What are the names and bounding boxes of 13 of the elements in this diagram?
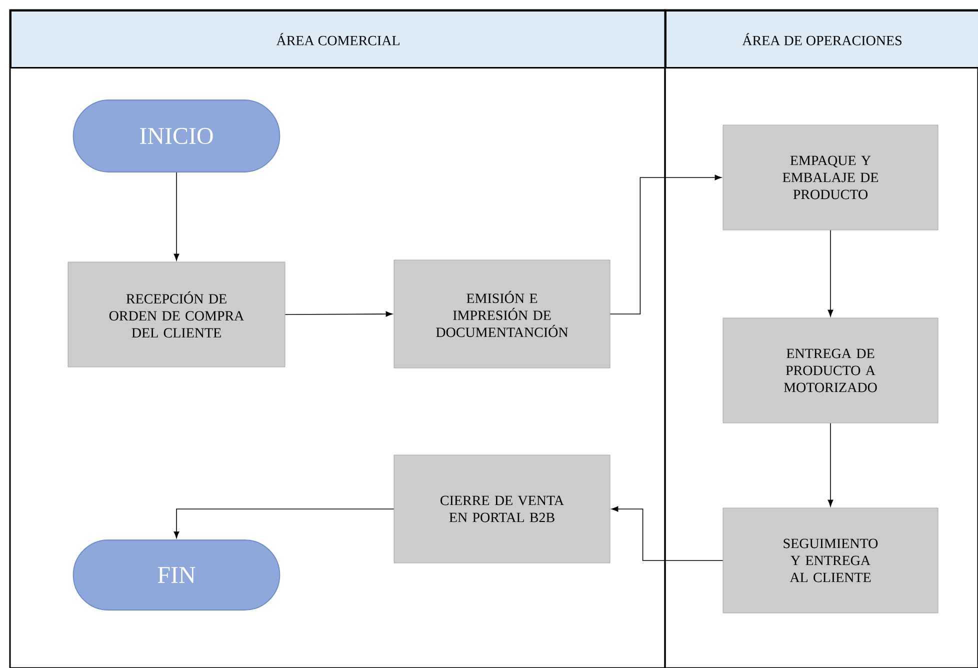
arrow [174, 172, 180, 261]
process-box: ENTREGA DE PRODUCTO A MOTORIZADO [722, 318, 938, 424]
arrow [284, 311, 393, 317]
process-box: RECEPCIÓN DE ORDEN DE COMPRA DEL CLIENTE [68, 262, 286, 368]
arrow [828, 230, 834, 317]
process-box: EMISIÓN E IMPRESIÓN DE DOCUMENTANCIÓN [394, 260, 610, 368]
arrow [610, 174, 722, 314]
process-box: SEGUIMIENTO Y ENTREGA AL CLIENTE [722, 508, 938, 614]
arrow [174, 508, 394, 538]
process-box: CIERRE DE VENTA EN PORTAL B2B [394, 454, 610, 564]
process-box: EMPAQUE Y EMBALAJE DE PRODUCTO [722, 124, 938, 230]
arrow [828, 422, 834, 507]
arrow [611, 506, 724, 561]
